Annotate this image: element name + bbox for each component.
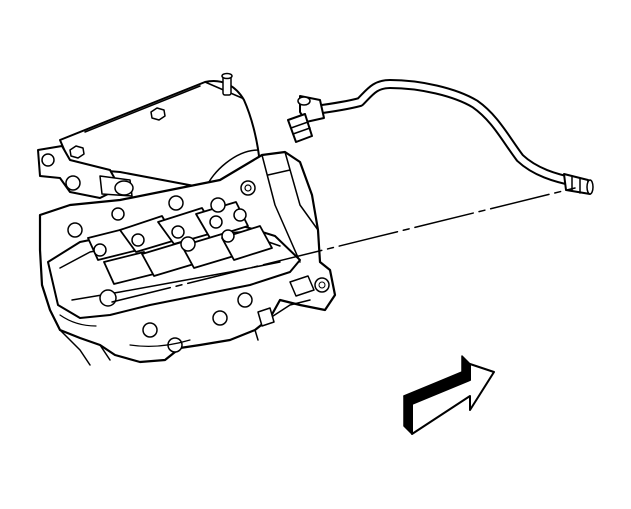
head-bolts [67, 195, 330, 353]
leader-line [111, 187, 576, 303]
pcv-hose [310, 79, 580, 187]
front-direction-arrow-icon [403, 355, 495, 435]
pcv-hose-engine-fitting [287, 95, 325, 143]
pcv-hose-valve-cover-fitting [563, 173, 594, 195]
engine-cylinder-head-assembly [37, 72, 337, 366]
